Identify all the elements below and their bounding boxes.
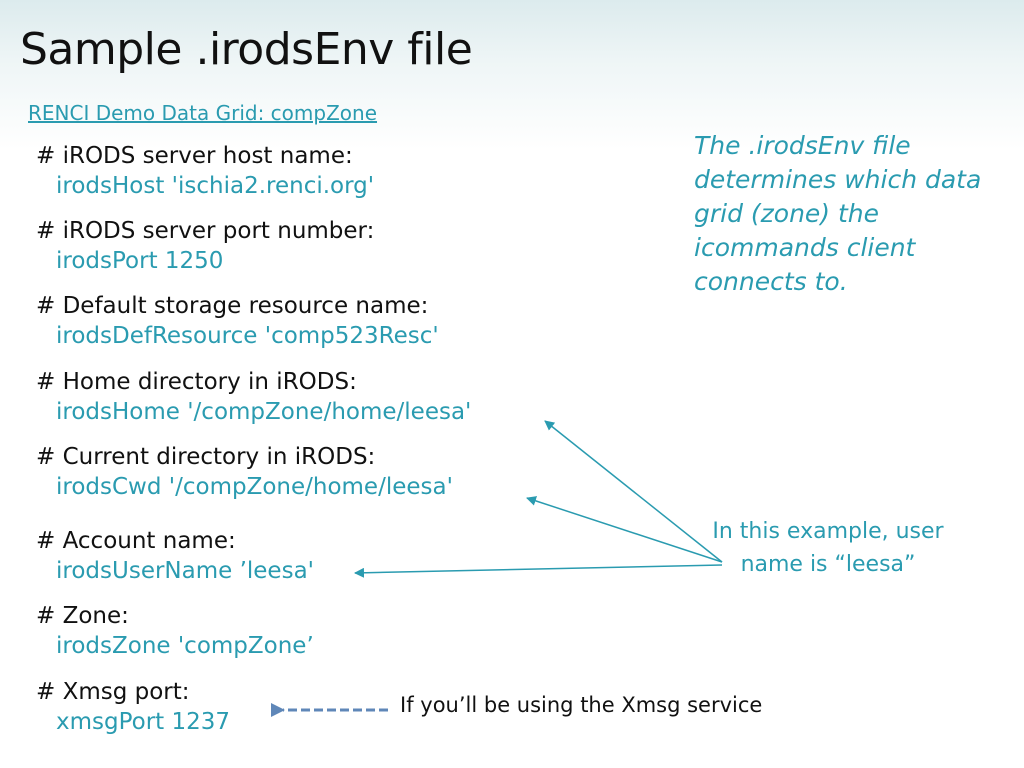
entry-comment: # Current directory in iRODS: bbox=[36, 444, 376, 470]
entry-comment: # iRODS server host name: bbox=[36, 143, 353, 169]
entry-resource: # Default storage resource name: irodsDe… bbox=[36, 291, 439, 351]
entry-value: irodsPort 1250 bbox=[56, 248, 224, 274]
entry-comment: # Home directory in iRODS: bbox=[36, 369, 357, 395]
entry-comment: # iRODS server port number: bbox=[36, 218, 375, 244]
entry-port: # iRODS server port number: irodsPort 12… bbox=[36, 216, 374, 276]
arrow-to-home bbox=[544, 420, 723, 563]
entry-value: irodsDefResource 'comp523Resc' bbox=[56, 323, 439, 349]
entry-home: # Home directory in iRODS: irodsHome '/c… bbox=[36, 367, 471, 427]
entry-cwd: # Current directory in iRODS: irodsCwd '… bbox=[36, 442, 453, 502]
callout-text: In this example, user name is “leesa” bbox=[712, 519, 944, 577]
entry-host: # iRODS server host name: irodsHost 'isc… bbox=[36, 141, 374, 201]
entry-xmsg: # Xmsg port: xmsgPort 1237 bbox=[36, 677, 230, 737]
slide-title: Sample .irodsEnv file bbox=[20, 24, 473, 75]
entry-comment: # Default storage resource name: bbox=[36, 293, 429, 319]
entry-zone: # Zone: irodsZone 'compZone’ bbox=[36, 601, 314, 661]
arrow-to-cwd bbox=[526, 496, 723, 563]
side-note: The .irodsEnv file determines which data… bbox=[694, 131, 982, 296]
entry-value: irodsUserName ’leesa' bbox=[56, 558, 314, 584]
entry-value: irodsCwd '/compZone/home/leesa' bbox=[56, 474, 453, 500]
entry-value: irodsHome '/compZone/home/leesa' bbox=[56, 399, 472, 425]
entry-comment: # Zone: bbox=[36, 603, 129, 629]
xmsg-note: If you’ll be using the Xmsg service bbox=[400, 693, 763, 717]
arrow-to-username bbox=[354, 564, 723, 578]
entry-comment: # Account name: bbox=[36, 528, 236, 554]
subtitle-link[interactable]: RENCI Demo Data Grid: compZone bbox=[28, 101, 378, 125]
entry-value: irodsZone 'compZone’ bbox=[56, 633, 314, 659]
entry-value: irodsHost 'ischia2.renci.org' bbox=[56, 173, 375, 199]
entry-username: # Account name: irodsUserName ’leesa' bbox=[36, 526, 314, 586]
entry-value: xmsgPort 1237 bbox=[56, 709, 231, 735]
entry-comment: # Xmsg port: bbox=[36, 679, 190, 705]
